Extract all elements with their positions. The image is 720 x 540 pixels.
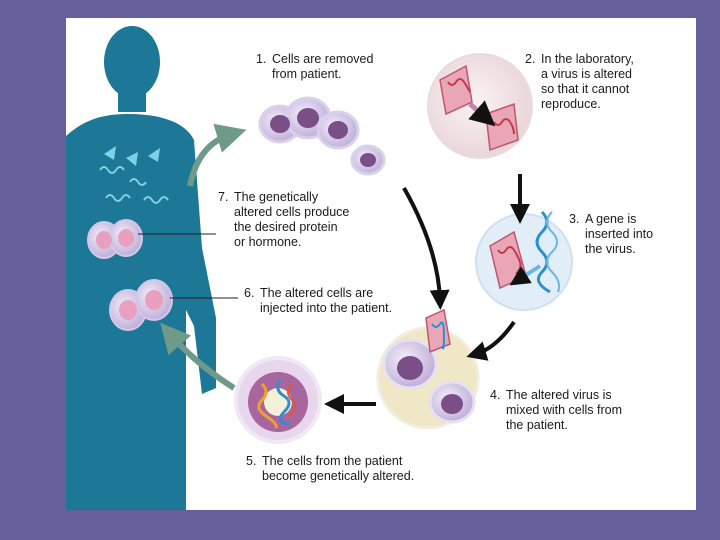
arrow-body-to-step1: [187, 123, 247, 187]
mixed-cells-bubble: [376, 308, 480, 430]
gene-insertion-bubble: [475, 210, 573, 311]
step-2-label: 2.In the laboratory, a virus is altered …: [525, 52, 634, 111]
step-3-label: 3.A gene is inserted into the virus.: [569, 212, 654, 256]
step-6-label: 6.The altered cells are injected into th…: [244, 286, 393, 315]
step-7-label: 7.The genetically altered cells produce …: [218, 190, 350, 249]
altered-cell: [234, 356, 322, 444]
arrow-step5-to-body: [160, 322, 236, 391]
protein-triangle: [126, 152, 138, 166]
protein-symbols: [99, 146, 169, 204]
arrow-step1-to-4: [402, 187, 450, 310]
body-cells-upper: [87, 219, 143, 259]
step-1-label: 1.Cells are removed from patient.: [256, 52, 374, 81]
step-4-label: 4.The altered virus is mixed with cells …: [490, 388, 622, 432]
dna-strand: [535, 210, 551, 294]
body-cells-lower: [109, 279, 173, 331]
patient-silhouette: [66, 26, 216, 510]
arrow-step3-to-4: [466, 320, 516, 361]
virus-bubble: [427, 53, 533, 159]
gene-therapy-illustration: [66, 26, 573, 510]
removed-cells: [258, 96, 386, 176]
protein-triangle: [104, 146, 116, 160]
diagram-panel: 1.Cells are removed from patient. 2.In t…: [66, 18, 696, 510]
protein-triangle: [148, 148, 160, 162]
step-5-label: 5.The cells from the patient become gene…: [246, 454, 415, 483]
